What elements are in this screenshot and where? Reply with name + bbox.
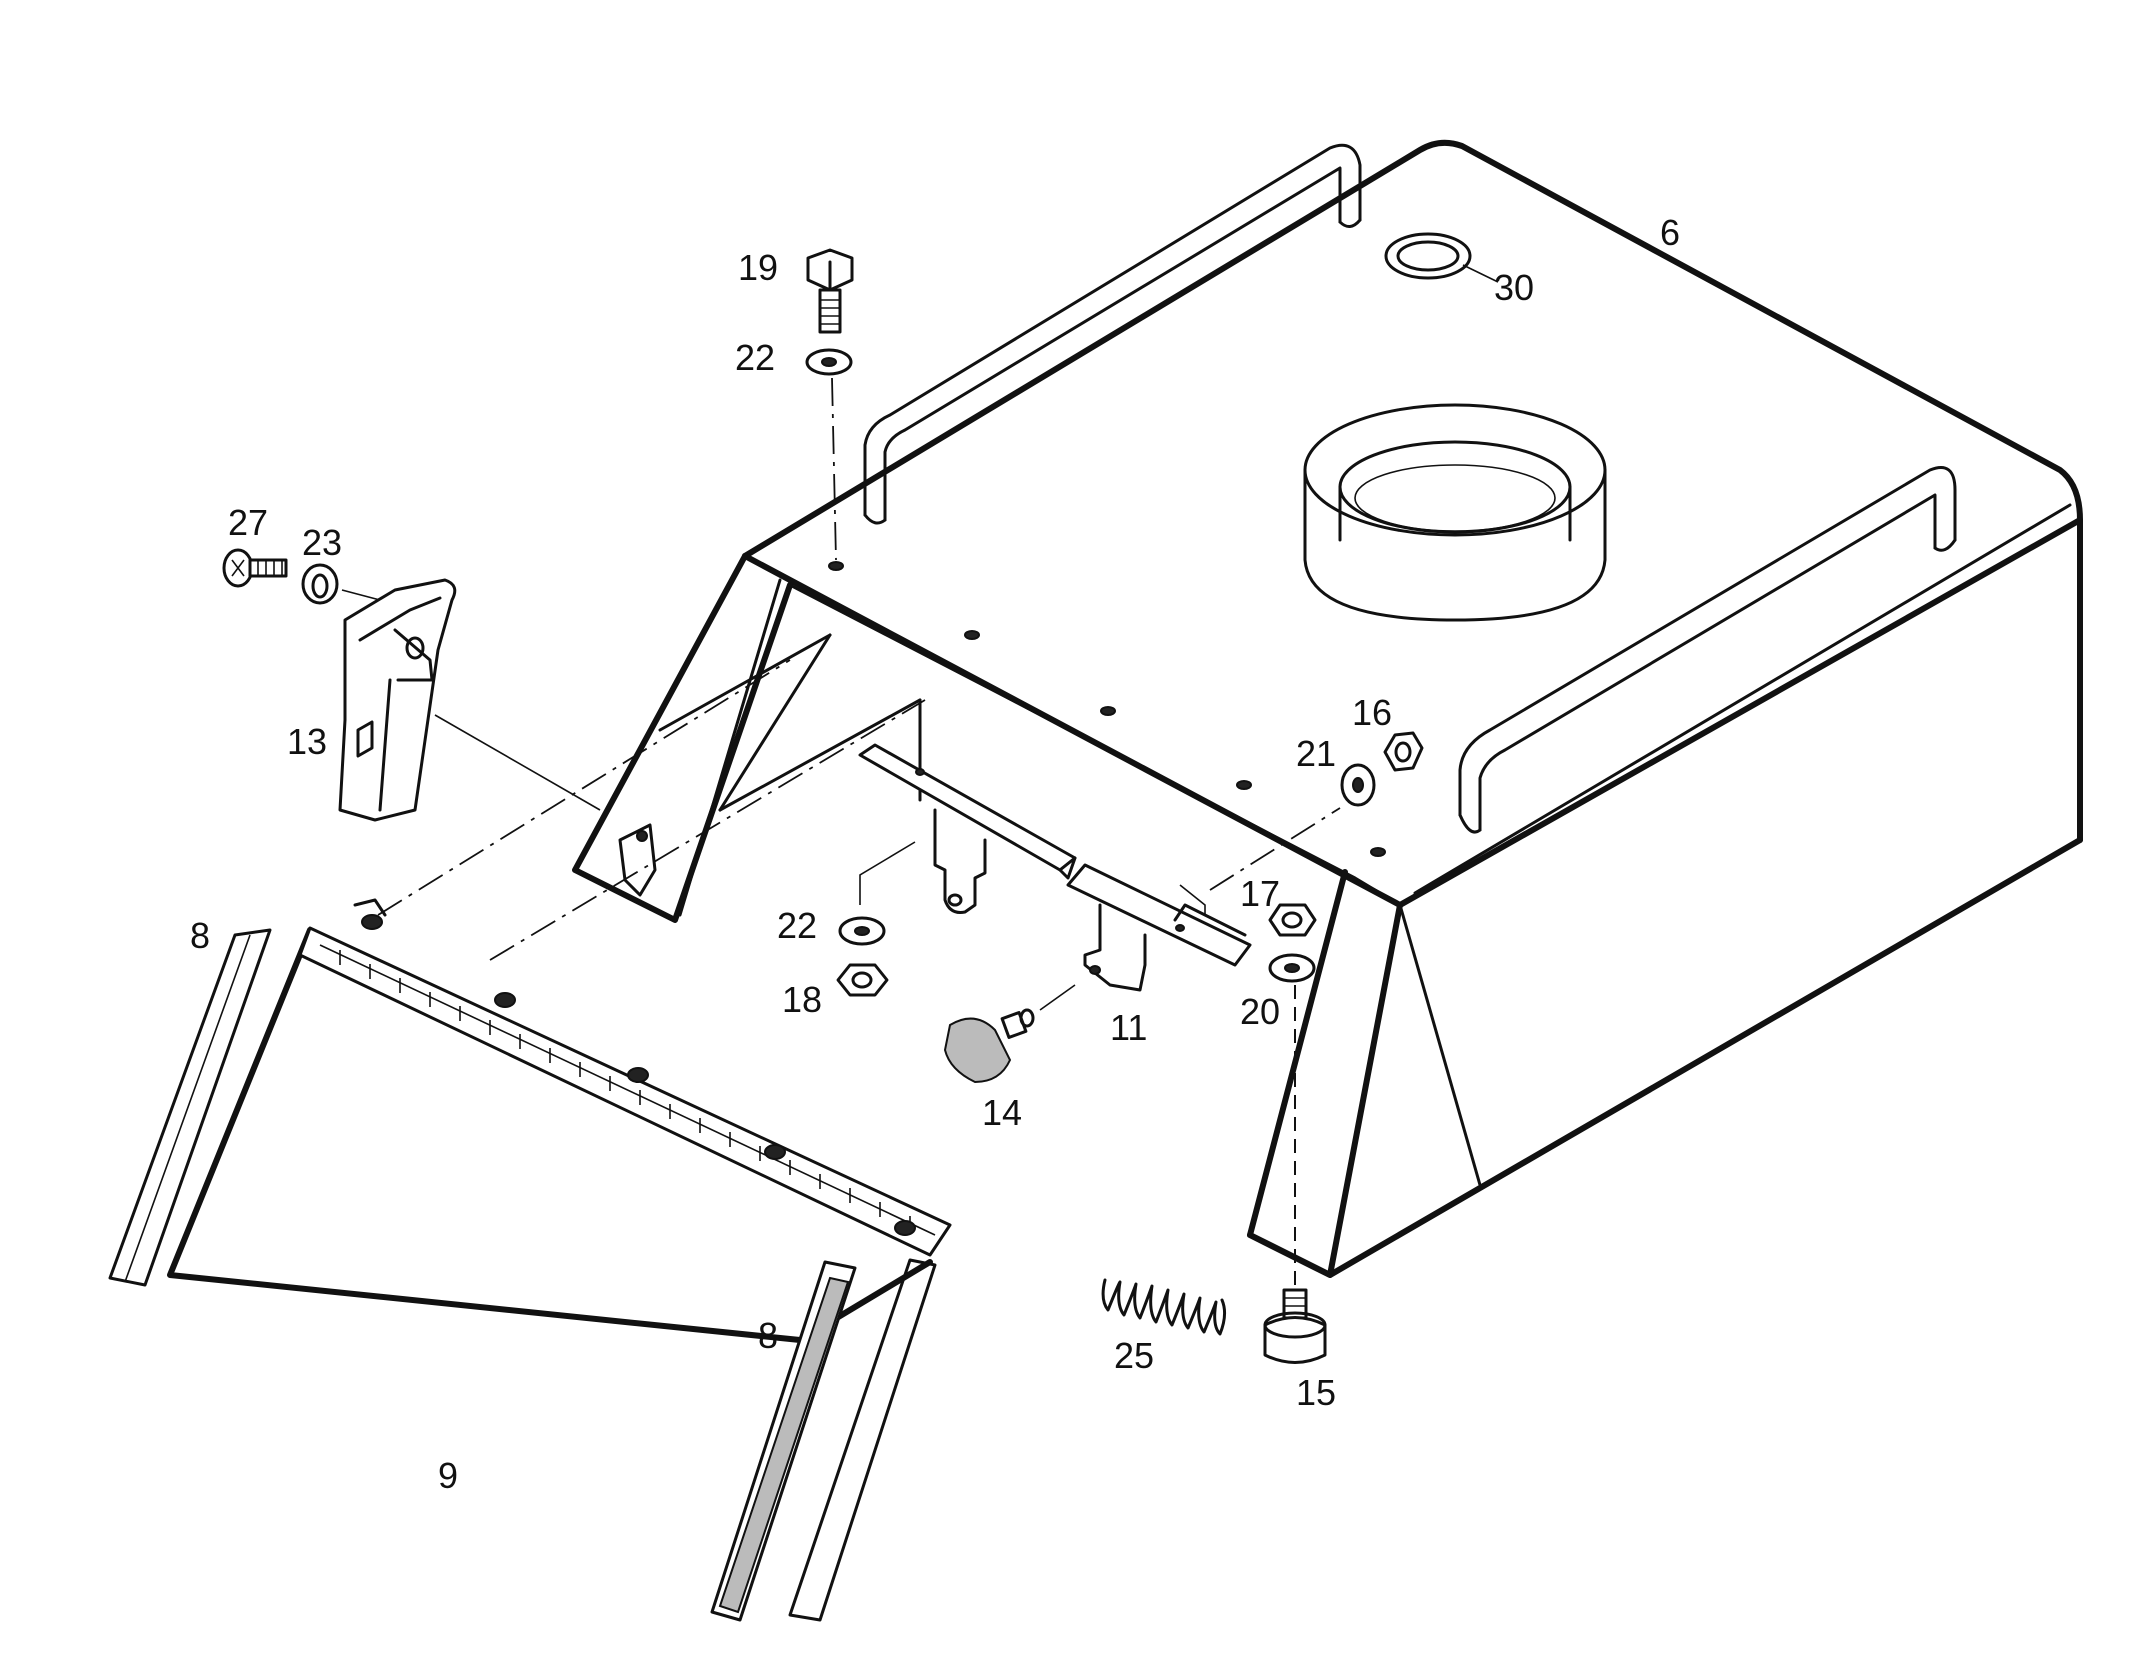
- label-part-13: 13: [287, 721, 327, 762]
- nut-part-18: [836, 963, 889, 997]
- foot-part-15: [1263, 1288, 1327, 1364]
- label-part-21: 21: [1296, 733, 1336, 774]
- label-part-19: 19: [738, 247, 778, 288]
- label-part-18: 18: [782, 979, 822, 1020]
- seal-strip-part-8-right: [710, 1260, 857, 1622]
- hinge-knuckles: [339, 950, 911, 1231]
- label-part-6: 6: [1660, 212, 1680, 253]
- label-part-22-lower: 22: [777, 905, 817, 946]
- panel-axis-line-2: [489, 699, 926, 961]
- knob-part-14: [943, 1008, 1035, 1084]
- spring-part-25: [1101, 1278, 1227, 1336]
- label-part-22-top: 22: [735, 337, 775, 378]
- label-part-25: 25: [1114, 1335, 1154, 1376]
- label-part-17: 17: [1240, 873, 1280, 914]
- nut-part-17: [1268, 903, 1317, 937]
- label-part-20: 20: [1240, 991, 1280, 1032]
- label-part-11: 11: [1110, 1007, 1147, 1048]
- label-part-9: 9: [438, 1455, 458, 1496]
- bolt-axis-line: [831, 377, 837, 561]
- label-part-15: 15: [1296, 1372, 1336, 1413]
- latch-leader-line: [434, 714, 601, 811]
- washer-part-22-lower: [838, 916, 886, 946]
- part-labels: 6 30 19 22 27 23 13 16 21 17 20 22 18 11…: [190, 212, 1680, 1496]
- rail-axis-line: [1209, 807, 1341, 891]
- panel-axis-line-1: [377, 659, 791, 916]
- rail-left: [858, 743, 1077, 914]
- label-part-23: 23: [302, 522, 342, 563]
- bracket-leader-line: [1179, 884, 1206, 915]
- rail-leader-line: [859, 841, 916, 905]
- housing-part-6: [572, 139, 2083, 1278]
- label-part-8-right: 8: [758, 1315, 778, 1356]
- washer-part-22-top: [805, 348, 853, 376]
- nut-part-16: [1383, 731, 1424, 772]
- label-part-16: 16: [1352, 692, 1392, 733]
- catch-bracket: [618, 823, 657, 897]
- hinged-panel-part-9: [167, 898, 952, 1622]
- label-part-27: 27: [228, 502, 268, 543]
- latch-part-13: [338, 578, 457, 822]
- washer-part-20: [1268, 953, 1316, 983]
- bracket-part-11: [1066, 863, 1252, 992]
- label-part-14: 14: [982, 1092, 1022, 1133]
- label-part-30: 30: [1494, 267, 1534, 308]
- label-part-8-left: 8: [190, 915, 210, 956]
- seal-strip-part-8-left: [108, 928, 272, 1287]
- bolt-part-19: [806, 248, 854, 334]
- screw-part-27: [222, 548, 288, 588]
- washer-part-23: [301, 563, 339, 605]
- knob-leader-line: [1039, 984, 1076, 1011]
- washer-part-21: [1340, 763, 1376, 807]
